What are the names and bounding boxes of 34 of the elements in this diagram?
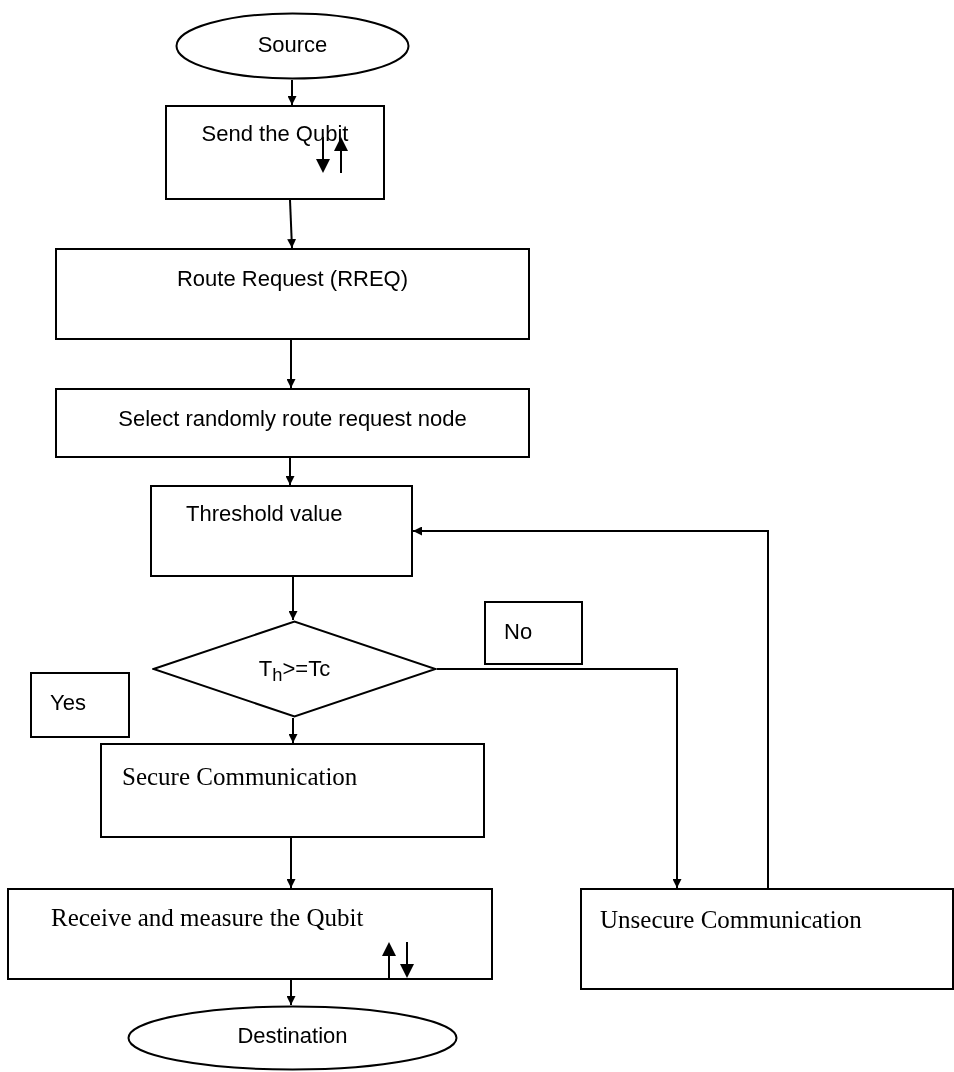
arrow [286,979,296,1006]
node-label: No [504,619,533,645]
node-label: Route Request (RREQ) [176,266,409,292]
arrow [285,457,295,486]
node-label: Send the Qubit [201,121,349,147]
process-box [7,888,493,980]
process-box [55,388,530,458]
node-label: Select randomly route request node [118,406,467,432]
no-label-box [484,601,583,665]
process-box [150,485,413,577]
node-label: Threshold value [186,501,343,527]
arrow [288,576,298,621]
arrow [287,199,297,249]
node-label: Secure Communication [122,763,358,791]
node-label: Source [257,32,328,58]
start-ellipse [175,12,410,80]
arrow [288,717,298,744]
node-label: Receive and measure the Qubit [51,904,364,932]
arrow [436,668,682,889]
decision-diamond [152,620,437,718]
arrow [412,526,769,889]
yes-label-box [30,672,130,738]
end-ellipse [127,1005,458,1071]
arrow [286,837,296,889]
node-label: Yes [50,690,86,716]
process-box [580,888,954,990]
node-label: T$_{h}$>=Tc [258,656,331,687]
arrow [286,339,296,389]
process-box [55,248,530,340]
node-label: Destination [237,1023,348,1049]
process-box [100,743,485,838]
arrow [287,79,297,106]
node-label: Unsecure Communication [600,906,862,934]
process-box [165,105,385,200]
